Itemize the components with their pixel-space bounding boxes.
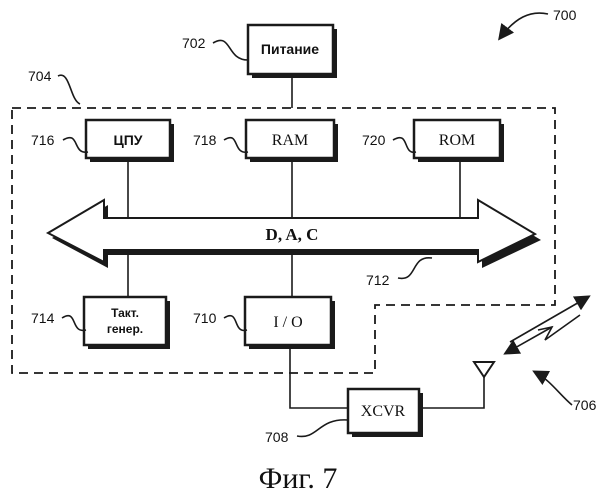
ref-702-leader [213,40,248,60]
ref-716: 716 [31,132,55,148]
ram-label: RAM [272,132,308,149]
io-xcvr-connector [290,347,348,408]
ref-710-leader [224,316,247,331]
ref-714-leader [62,316,86,331]
ref-706: 706 [573,397,597,413]
rom-label: ROM [439,132,475,149]
ref-718: 718 [193,132,217,148]
ref-714: 714 [31,310,55,326]
antenna-icon [474,362,494,377]
figure-caption: Фиг. 7 [259,462,338,495]
ref-704: 704 [28,68,52,84]
ref-708: 708 [265,429,289,445]
antenna-signal-zigzag [538,315,580,340]
ref-712: 712 [366,272,390,288]
ref-700-leader [500,13,548,38]
clock-label-line2: генер. [107,322,143,336]
ref-716-leader [63,138,88,153]
clock-block [84,297,166,345]
ref-720-leader [393,138,416,153]
xcvr-antenna-connector [419,375,484,408]
ref-712-leader [398,258,432,279]
ref-710: 710 [193,310,217,326]
io-label: I / O [273,314,302,331]
power-label: Питание [261,41,319,57]
ref-718-leader [224,138,248,153]
antenna-signal-arrow-up [510,297,588,342]
ref-720: 720 [362,132,386,148]
ref-700: 700 [553,7,577,23]
xcvr-label: XCVR [361,403,406,420]
ref-702: 702 [182,35,206,51]
cpu-label: ЦПУ [114,132,143,148]
ref-708-leader [297,420,348,437]
bus-label: D, A, C [266,225,319,244]
clock-label-line1: Такт. [111,306,139,320]
ref-704-leader [58,75,80,104]
ref-706-leader [535,372,572,405]
